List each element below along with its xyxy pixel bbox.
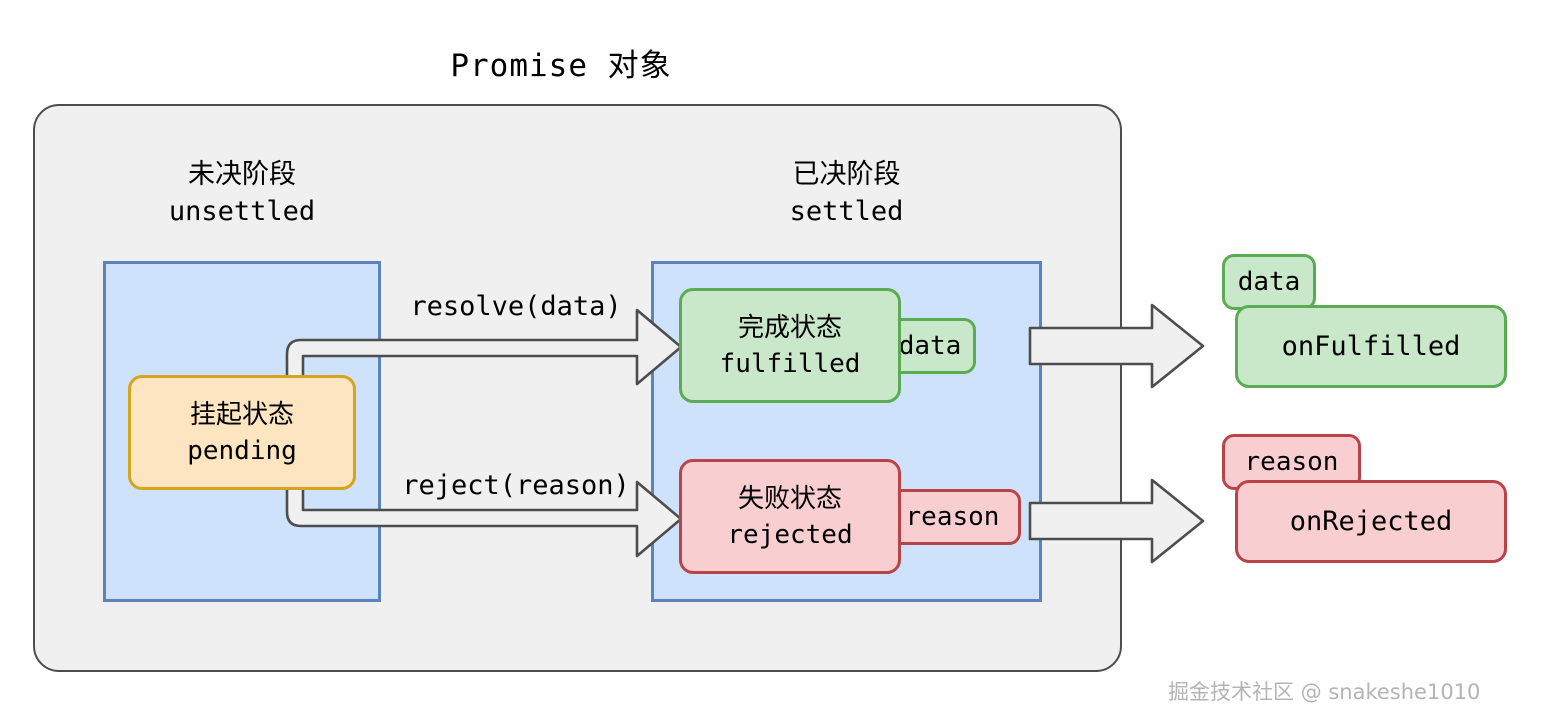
transition-label-resolve: resolve(data) (410, 291, 622, 322)
phase-label-settled: 已决阶段 settled (651, 158, 1042, 232)
phase-settled-cn: 已决阶段 (792, 159, 901, 190)
state-rejected-cn: 失败状态 (737, 483, 842, 514)
state-pending-cn: 挂起状态 (189, 399, 294, 430)
phase-label-unsettled: 未决阶段 unsettled (103, 158, 381, 232)
state-fulfilled-cn: 完成状态 (737, 312, 842, 343)
phase-settled-en: settled (789, 196, 904, 227)
badge-handler-data: data (1222, 254, 1316, 310)
state-pending-en: pending (187, 435, 297, 466)
handler-box-onrejected: onRejected (1235, 480, 1507, 563)
state-box-pending: 挂起状态 pending (128, 375, 356, 490)
transition-label-reject: reject(reason) (402, 470, 630, 501)
state-box-fulfilled: 完成状态 fulfilled (679, 288, 901, 403)
watermark: 掘金技术社区 @ snakeshe1010 (1168, 680, 1481, 704)
state-fulfilled-en: fulfilled (719, 348, 861, 379)
phase-unsettled-cn: 未决阶段 (188, 159, 296, 190)
phase-unsettled-en: unsettled (168, 196, 316, 227)
page-title: Promise 对象 (450, 48, 672, 84)
badge-rejected-reason: reason (884, 489, 1021, 545)
handler-box-onfulfilled: onFulfilled (1235, 305, 1507, 388)
state-rejected-en: rejected (727, 519, 853, 550)
state-box-rejected: 失败状态 rejected (679, 459, 901, 574)
